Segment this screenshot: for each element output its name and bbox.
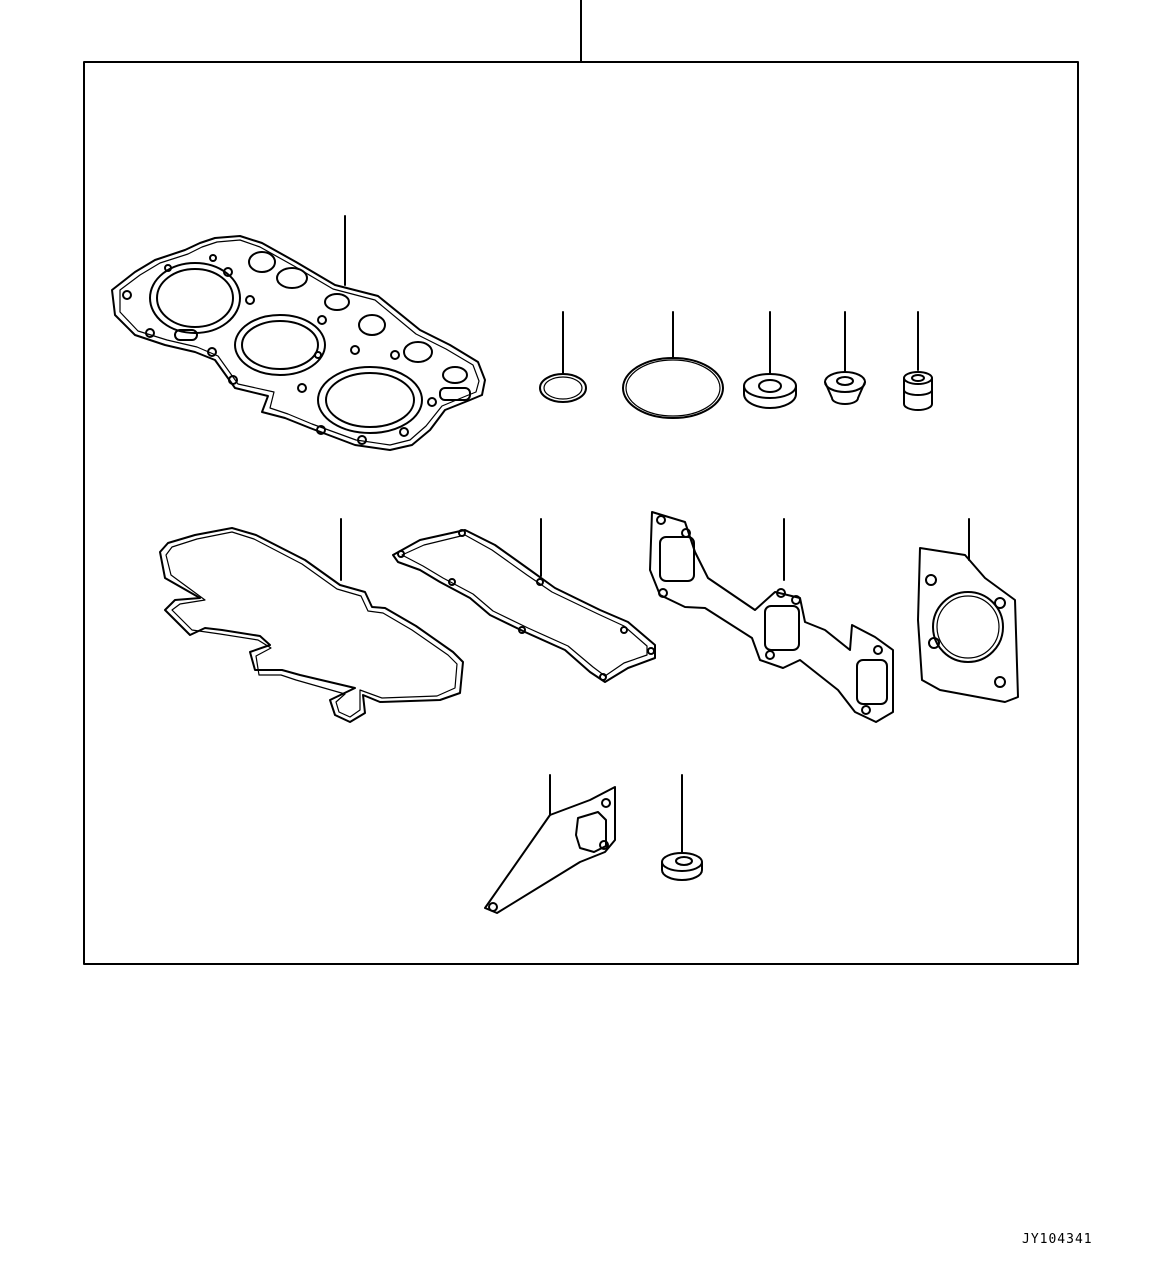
o-ring-large bbox=[623, 312, 723, 418]
kit-frame bbox=[84, 62, 1078, 964]
nut-seal bbox=[662, 775, 702, 880]
intake-manifold-gasket bbox=[393, 519, 655, 682]
seal-washer bbox=[744, 312, 796, 408]
valve-stem-seal bbox=[904, 312, 932, 410]
exhaust-manifold-gasket bbox=[650, 512, 893, 722]
cylinder-head-gasket bbox=[112, 216, 485, 450]
flange-gasket bbox=[485, 775, 615, 913]
grommet bbox=[825, 312, 865, 404]
drawing-code: JY104341 bbox=[1022, 1232, 1093, 1247]
o-ring-small bbox=[540, 312, 586, 402]
thermostat-housing-gasket bbox=[918, 519, 1018, 702]
head-cover-gasket bbox=[160, 519, 463, 722]
